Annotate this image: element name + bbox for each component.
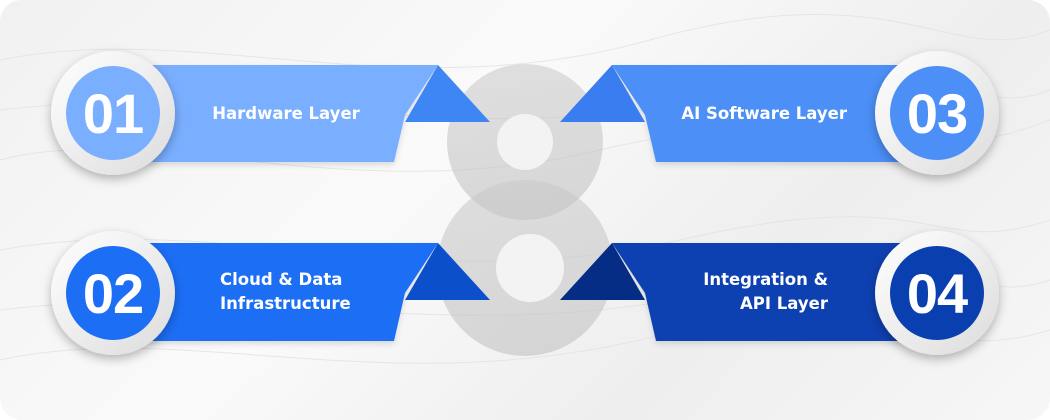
layer-03-ribbon — [612, 65, 915, 162]
layer-01-number: 01 — [83, 82, 143, 145]
layer-03-number: 03 — [907, 82, 967, 145]
layer-01-badge — [66, 66, 160, 160]
layer-02-ribbon — [135, 243, 438, 341]
layer-03-fold — [560, 65, 645, 122]
layer-01-ribbon — [135, 65, 438, 162]
layer-01-fold — [405, 65, 490, 122]
layer-02-badge — [66, 246, 160, 340]
layer-01: 01 Hardware Layer — [51, 51, 490, 175]
layer-03: 03 AI Software Layer — [560, 51, 999, 175]
layer-02-fold — [405, 243, 490, 300]
layer-03-label: AI Software Layer — [681, 104, 847, 123]
layer-04: 04 Integration &API Layer — [560, 231, 999, 355]
layer-04-number: 04 — [907, 262, 968, 325]
layer-04-fold — [560, 243, 645, 300]
layer-02-number: 02 — [83, 262, 143, 325]
layer-01-label: Hardware Layer — [212, 104, 360, 123]
layer-04-ribbon — [612, 243, 915, 341]
layer-04-label: Integration &API Layer — [703, 270, 829, 313]
layer-03-badge — [890, 66, 984, 160]
layer-04-badge — [890, 246, 984, 340]
